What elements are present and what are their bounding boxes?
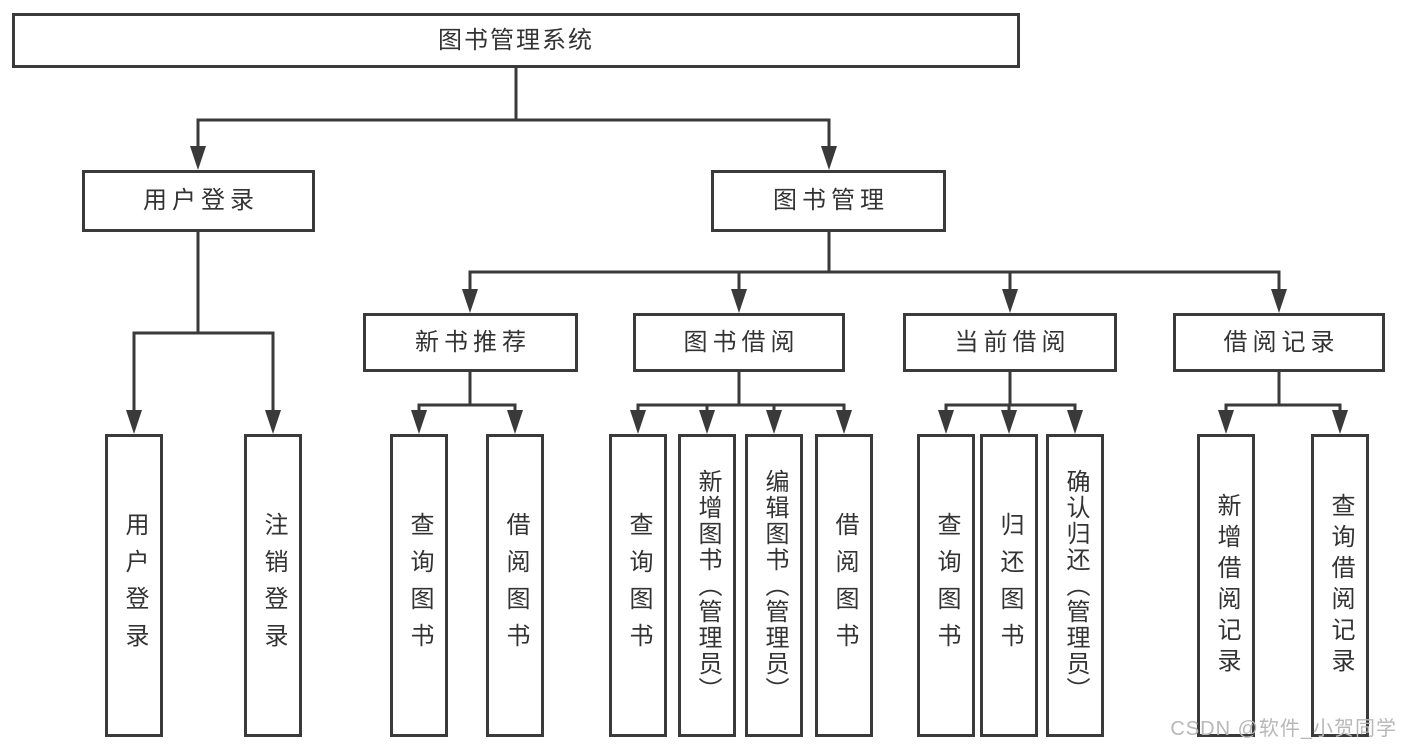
leaf-query-books-borrow: 查询图书: [609, 434, 667, 737]
node-book-borrow: 图书借阅: [633, 313, 845, 372]
arrowheads-group: [126, 146, 1348, 434]
leaf-borrow-books-recommend: 借阅图书: [486, 434, 544, 737]
leaf-user-login: 用户登录: [105, 434, 163, 737]
node-user-login-branch: 用户登录: [82, 170, 315, 232]
leaf-return-books: 归还图书: [980, 434, 1038, 737]
node-new-book-recommend: 新书推荐: [363, 313, 578, 372]
leaf-query-books-recommend: 查询图书: [390, 434, 448, 737]
leaf-query-borrow-record: 查询借阅记录: [1311, 434, 1369, 737]
node-root-system: 图书管理系统: [12, 13, 1020, 68]
leaf-logout-login: 注销登录: [244, 434, 302, 737]
leaf-borrow-books: 借阅图书: [815, 434, 873, 737]
leaf-edit-books-admin: 编辑图书（管理员）: [745, 434, 803, 737]
node-current-borrow: 当前借阅: [903, 313, 1117, 372]
leaf-add-borrow-record: 新增借阅记录: [1197, 434, 1255, 737]
leaf-query-books-current: 查询图书: [917, 434, 975, 737]
leaf-add-books-admin: 新增图书（管理员）: [678, 434, 736, 737]
node-borrow-records: 借阅记录: [1173, 313, 1385, 372]
leaf-confirm-return-admin: 确认归还（管理员）: [1046, 434, 1104, 737]
node-book-management-branch: 图书管理: [711, 170, 946, 232]
